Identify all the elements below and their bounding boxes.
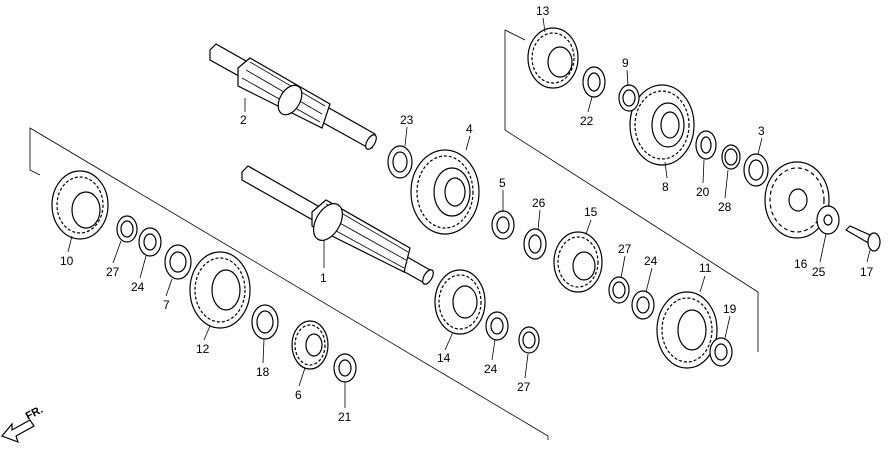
callout-19: 19 — [723, 302, 737, 316]
callout-3: 3 — [758, 124, 765, 138]
washers-bushings — [116, 66, 840, 383]
callout-24-center: 24 — [484, 362, 498, 376]
right-assembly-bracket — [504, 29, 759, 352]
callout-14: 14 — [437, 351, 451, 365]
callout-25: 25 — [812, 265, 826, 279]
callout-26: 26 — [532, 196, 546, 210]
callout-18: 18 — [256, 365, 270, 379]
callout-16: 16 — [794, 257, 808, 271]
gear-part-15 — [553, 231, 603, 293]
gear-part-6 — [291, 320, 329, 370]
callout-28: 28 — [718, 200, 732, 214]
leader-lines — [67, 17, 871, 408]
callout-2: 2 — [240, 113, 247, 127]
callout-23: 23 — [400, 113, 414, 127]
callout-24-right: 24 — [644, 254, 658, 268]
callout-7: 7 — [163, 298, 170, 312]
left-assembly-bracket — [29, 127, 549, 440]
countershaft-part-1 — [241, 165, 434, 285]
gear-part-4 — [410, 149, 480, 235]
gear-part-13 — [527, 27, 579, 89]
callout-13: 13 — [536, 4, 550, 18]
front-direction-arrow: FR. — [0, 404, 45, 444]
callout-6: 6 — [295, 388, 302, 402]
callout-4: 4 — [466, 122, 473, 136]
callout-27-left: 27 — [106, 265, 120, 279]
callout-9: 9 — [622, 56, 629, 70]
mainshaft-part-2 — [209, 43, 377, 150]
gear-part-10 — [51, 170, 109, 240]
callout-10: 10 — [60, 254, 74, 268]
callout-12: 12 — [196, 342, 210, 356]
callout-8: 8 — [662, 180, 669, 194]
callout-20: 20 — [696, 185, 710, 199]
arrow-icon — [0, 419, 35, 444]
gear-part-8 — [629, 84, 695, 166]
gear-part-11 — [656, 291, 718, 369]
callout-24-left: 24 — [131, 280, 145, 294]
callout-17: 17 — [860, 265, 874, 279]
callout-27-center: 27 — [517, 380, 531, 394]
front-label: FR. — [24, 404, 45, 423]
drive-sprocket-part-16 — [764, 161, 830, 239]
callout-5: 5 — [499, 176, 506, 190]
callout-22: 22 — [580, 114, 594, 128]
callout-27-right: 27 — [618, 242, 632, 256]
callout-11: 11 — [699, 261, 712, 275]
callout-numbers: 2 1 23 4 5 26 13 9 22 8 20 28 3 16 25 17… — [60, 4, 874, 424]
callout-21: 21 — [338, 410, 352, 424]
gear-part-14 — [434, 269, 486, 335]
gear-part-12 — [189, 251, 251, 329]
callout-15: 15 — [584, 205, 598, 219]
bolt-part-17 — [845, 225, 881, 252]
callout-1: 1 — [320, 271, 327, 285]
